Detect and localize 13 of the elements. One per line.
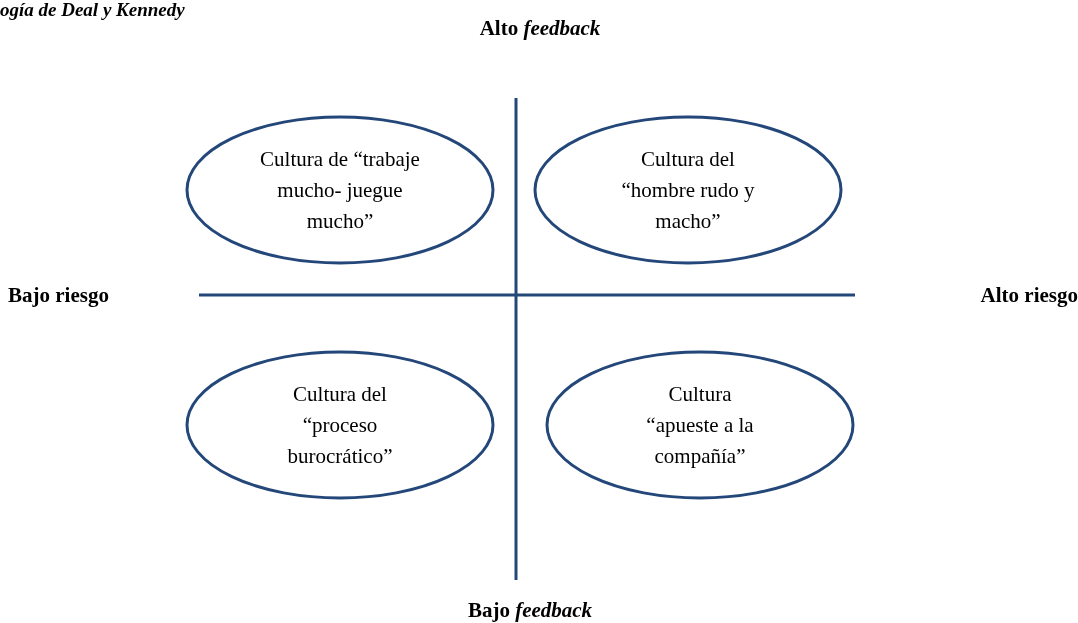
culture-text: Cultura del “hombre rudo y macho” <box>620 145 756 235</box>
culture-ellipse <box>185 115 495 265</box>
culture-ellipse <box>185 350 495 500</box>
culture-ellipse <box>533 115 843 265</box>
diagram-title: ogía de Deal y Kennedy <box>0 0 185 19</box>
culture-text: Cultura “apueste a la compañía” <box>645 380 755 470</box>
culture-text: Cultura de “trabaje mucho- juegue mucho” <box>260 145 420 235</box>
culture-ellipse <box>545 350 855 500</box>
axis-label: Bajo feedback <box>466 597 594 623</box>
axis-label: Alto feedback <box>478 15 602 42</box>
culture-text: Cultura del “proceso burocrático” <box>286 380 394 470</box>
axis-label: Alto riesgo <box>979 282 1078 309</box>
axis-label: Bajo riesgo <box>8 282 110 309</box>
